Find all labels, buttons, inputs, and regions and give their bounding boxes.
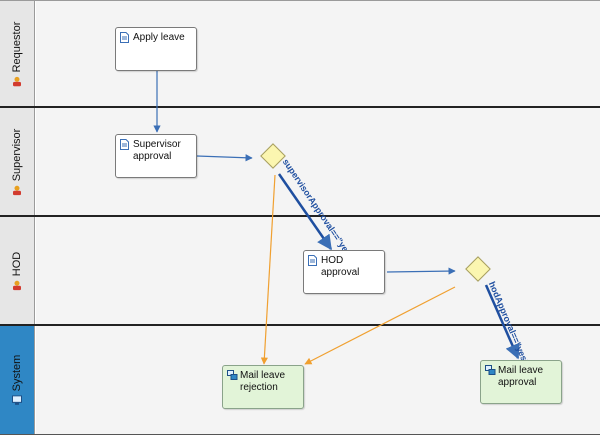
lane-header-supervisor[interactable]: Supervisor	[0, 108, 35, 215]
user-role-icon	[12, 280, 22, 290]
lane-header-requestor[interactable]: Requestor	[0, 1, 35, 106]
user-role-icon	[12, 76, 22, 86]
task-mail-leave-rejection[interactable]: Mail leave rejection	[222, 365, 304, 409]
task-supervisor-approval[interactable]: Supervisor approval	[115, 134, 197, 178]
task-label-mail-leave-approval: Mail leave approval	[498, 365, 544, 388]
task-hod-approval[interactable]: HOD approval	[303, 250, 385, 294]
gateway-supervisor-decision[interactable]	[260, 143, 286, 169]
flow-gateway-to-rejection[interactable]	[260, 174, 276, 365]
user-role-icon	[12, 185, 22, 195]
service-task-icon	[227, 370, 238, 380]
flow-hod-gateway-to-rejection[interactable]	[304, 286, 456, 365]
task-label-supervisor-approval: Supervisor approval	[133, 139, 181, 162]
flow-supervisor-to-gateway[interactable]	[196, 154, 253, 162]
gateway-hod-decision[interactable]	[465, 256, 491, 282]
user-task-icon	[120, 32, 129, 43]
lane-header-hod[interactable]: HOD	[0, 217, 35, 324]
system-icon	[12, 395, 22, 405]
task-label-apply-leave: Apply leave	[133, 32, 185, 43]
flow-gateway-to-hod-yes[interactable]	[277, 173, 333, 251]
task-apply-leave[interactable]: Apply leave	[115, 27, 197, 71]
task-label-hod-approval: HOD approval	[321, 255, 360, 278]
user-task-icon	[120, 139, 129, 150]
flow-hod-to-gateway[interactable]	[386, 267, 456, 275]
flow-hod-gateway-to-approval-yes[interactable]	[484, 284, 520, 360]
user-task-icon	[308, 255, 317, 266]
task-label-mail-leave-rejection: Mail leave rejection	[240, 370, 286, 393]
lane-header-system[interactable]: System	[0, 326, 35, 434]
task-mail-leave-approval[interactable]: Mail leave approval	[480, 360, 562, 404]
service-task-icon	[485, 365, 496, 375]
